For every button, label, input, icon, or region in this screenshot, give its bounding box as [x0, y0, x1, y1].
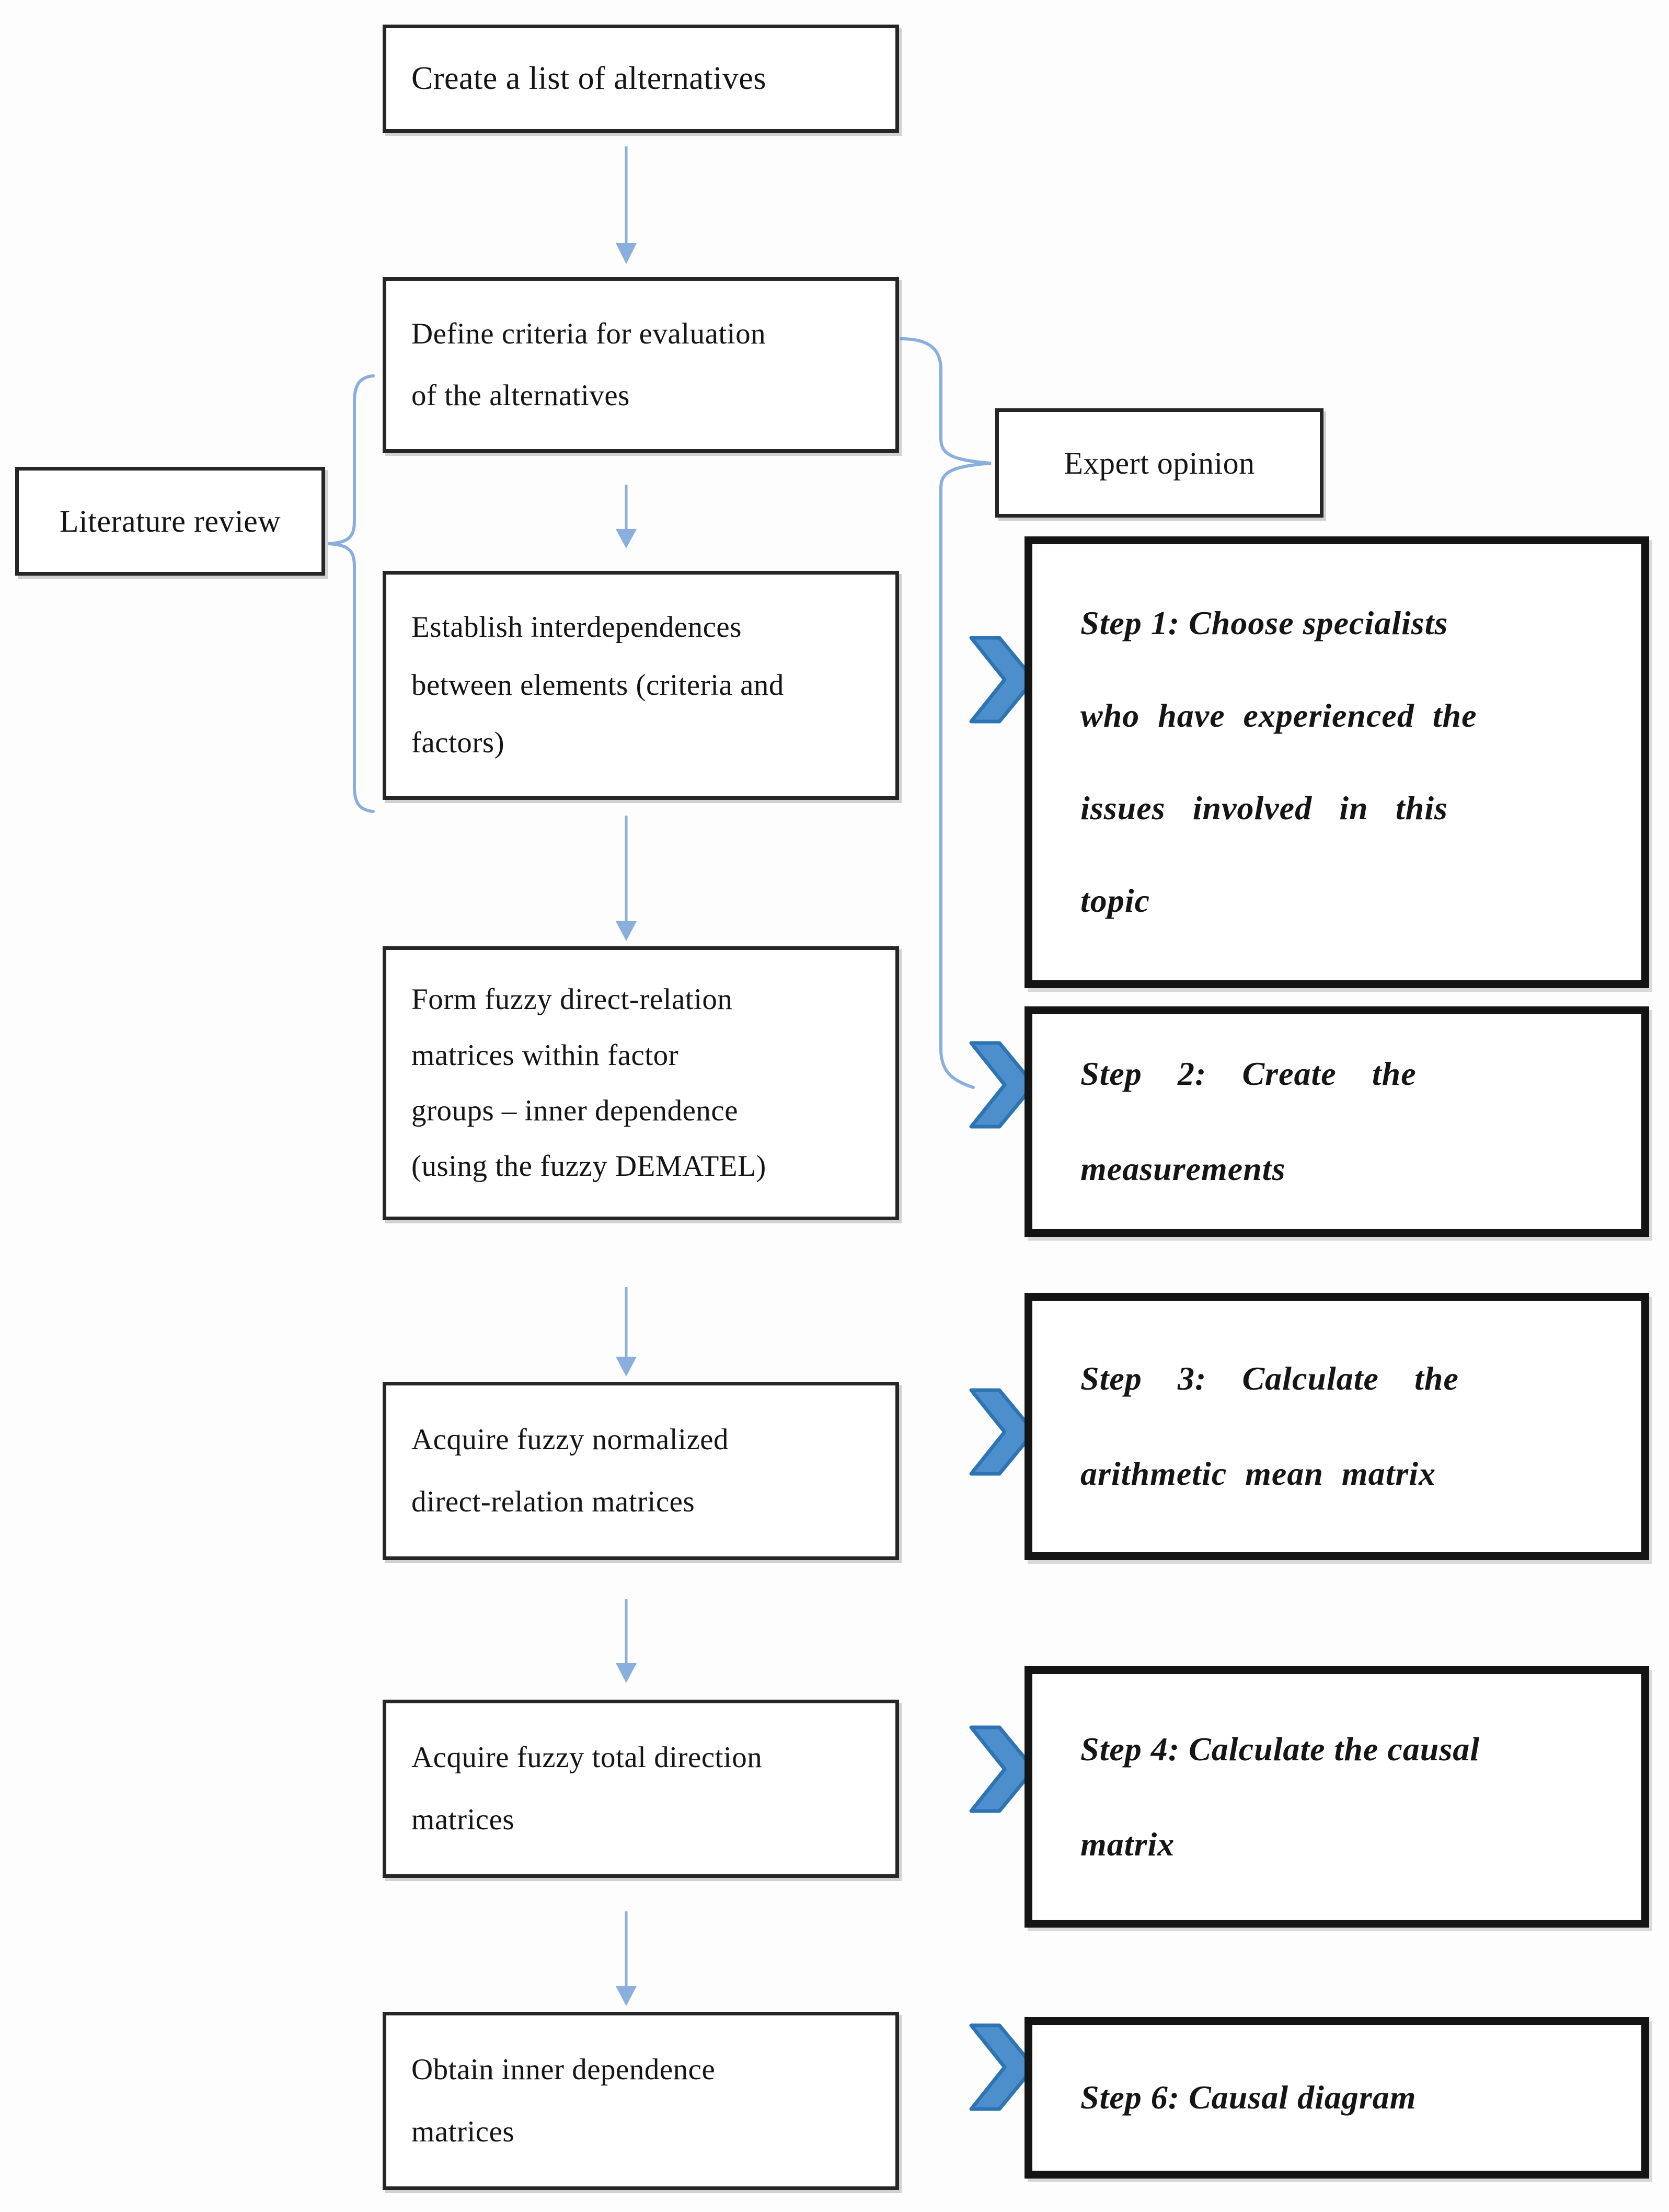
down-arrow-icon-2: [616, 485, 637, 548]
flow-box-form-fuzzy-line2: matrices within factor: [411, 1038, 679, 1072]
flow-box-define-criteria-line1: Define criteria for evaluation: [411, 317, 766, 350]
step-box-3: Step 3: Calculate the arithmetic mean ma…: [1025, 1293, 1649, 1560]
step-box-2-line1: Step 2: Create the: [1080, 1055, 1417, 1093]
step-box-1-line1: Step 1: Choose specialists: [1080, 604, 1448, 642]
flow-box-acquire-total-line1: Acquire fuzzy total direction: [411, 1741, 763, 1774]
side-box-literature-review-label: Literature review: [59, 504, 281, 538]
step-box-1: Step 1: Choose specialists who have expe…: [1025, 536, 1649, 988]
down-arrow-icon-4: [616, 1287, 637, 1377]
step-box-2: Step 2: Create the measurements: [1025, 1006, 1649, 1237]
flow-box-create-alternatives: Create a list of alternatives: [383, 25, 899, 133]
step-box-3-line1: Step 3: Calculate the: [1080, 1360, 1459, 1397]
side-box-expert-opinion: Expert opinion: [995, 408, 1323, 518]
flow-box-define-criteria-line2: of the alternatives: [411, 379, 630, 412]
step-box-4-line2: matrix: [1080, 1825, 1175, 1863]
step-box-1-line2: who have experienced the: [1080, 697, 1477, 735]
flow-box-acquire-normalized-line1: Acquire fuzzy normalized: [411, 1423, 729, 1457]
flow-box-establish-interdependences: Establish interdependences between eleme…: [383, 571, 899, 800]
right-brace-connector: [900, 337, 992, 1089]
flow-box-form-fuzzy-matrices: Form fuzzy direct-relation matrices with…: [383, 946, 899, 1220]
flow-box-obtain-inner-line1: Obtain inner dependence: [411, 2053, 716, 2087]
side-box-literature-review: Literature review: [15, 467, 325, 576]
flow-box-obtain-inner: Obtain inner dependence matrices: [383, 2012, 899, 2190]
step-box-2-line2: measurements: [1080, 1150, 1286, 1187]
flow-box-define-criteria: Define criteria for evaluation of the al…: [383, 277, 899, 453]
flow-box-establish-line2: between elements (criteria and: [411, 668, 784, 702]
flow-box-obtain-inner-line2: matrices: [411, 2115, 515, 2148]
flow-box-acquire-normalized-line2: direct-relation matrices: [411, 1485, 695, 1518]
flow-box-acquire-total-line2: matrices: [411, 1803, 515, 1836]
flow-box-establish-line3: factors): [411, 726, 505, 760]
down-arrow-icon-5: [616, 1599, 637, 1683]
side-box-expert-opinion-label: Expert opinion: [1064, 445, 1255, 480]
flow-box-form-fuzzy-line3: groups – inner dependence: [411, 1094, 739, 1127]
step-box-4: Step 4: Calculate the causal matrix: [1025, 1666, 1649, 1928]
step-box-1-line3: issues involved in this: [1080, 789, 1448, 827]
flow-box-acquire-normalized: Acquire fuzzy normalized direct-relation…: [383, 1382, 899, 1560]
left-brace-connector: [328, 374, 375, 813]
flow-box-create-alternatives-line: Create a list of alternatives: [411, 61, 767, 97]
step-box-6: Step 6: Causal diagram: [1025, 2017, 1649, 2179]
step-box-3-line2: arithmetic mean matrix: [1080, 1455, 1436, 1492]
step-box-4-line1: Step 4: Calculate the causal: [1080, 1730, 1480, 1768]
down-arrow-icon-3: [616, 816, 637, 941]
flow-box-acquire-total: Acquire fuzzy total direction matrices: [383, 1700, 899, 1878]
down-arrow-icon-6: [616, 1911, 637, 2006]
flow-box-establish-line1: Establish interdependences: [411, 611, 742, 644]
step-box-6-line1: Step 6: Causal diagram: [1080, 2079, 1417, 2116]
flow-box-form-fuzzy-line1: Form fuzzy direct-relation: [411, 983, 733, 1016]
down-arrow-icon-1: [616, 146, 637, 264]
step-box-1-line4: topic: [1080, 881, 1150, 919]
flow-box-form-fuzzy-line4: (using the fuzzy DEMATEL): [411, 1150, 766, 1183]
